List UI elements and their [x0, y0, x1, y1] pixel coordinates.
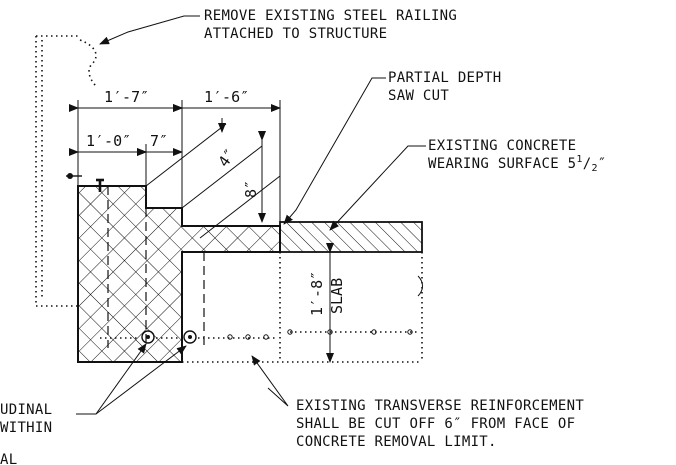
- dim-1-0: 1′-0″: [86, 132, 131, 150]
- note-longitudinal-line2: WITHIN: [0, 420, 52, 436]
- note-longitudinal-line1: UDINAL: [0, 402, 52, 418]
- dim-7: 7″: [150, 132, 168, 150]
- note-saw-cut-line2: SAW CUT: [388, 88, 449, 104]
- removal-limit-lines: [107, 186, 205, 348]
- note-railing-line1: REMOVE EXISTING STEEL RAILING: [204, 8, 457, 24]
- wearing-inch-mark: ″: [598, 156, 607, 172]
- reinforcement: [100, 329, 420, 344]
- dim-1-7: 1′-7″: [104, 88, 149, 106]
- anchor-symbol: [66, 173, 104, 192]
- wearing-fraction-slash: /: [583, 156, 592, 172]
- slab-label: SLAB: [328, 278, 346, 314]
- wearing-fraction-den: 2: [591, 163, 597, 174]
- note-transverse-line2: SHALL BE CUT OFF 6″ FROM FACE OF: [296, 416, 575, 432]
- note-longitudinal-line3: AL: [0, 452, 17, 465]
- dim-8: 8″: [242, 180, 260, 198]
- note-transverse-line1: EXISTING TRANSVERSE REINFORCEMENT: [296, 398, 584, 414]
- existing-railing-outline: [35, 35, 97, 307]
- wearing-surface: [279, 221, 423, 253]
- note-railing-line2: ATTACHED TO STRUCTURE: [204, 26, 387, 42]
- wearing-fraction-num: 1: [576, 154, 582, 165]
- note-wearing-line2: WEARING SURFACE 51/2″: [428, 154, 607, 174]
- note-wearing-line1: EXISTING CONCRETE: [428, 138, 576, 154]
- note-transverse-line3: CONCRETE REMOVAL LIMIT.: [296, 434, 497, 450]
- note-saw-cut-line1: PARTIAL DEPTH: [388, 70, 501, 86]
- deck-slab: [182, 251, 423, 363]
- wearing-thickness: WEARING SURFACE 5: [428, 156, 576, 172]
- dim-1-6: 1′-6″: [204, 88, 249, 106]
- dim-1-8: 1′-8″: [308, 271, 326, 316]
- dimension-lines: [69, 100, 334, 363]
- leader-lines: [76, 15, 426, 415]
